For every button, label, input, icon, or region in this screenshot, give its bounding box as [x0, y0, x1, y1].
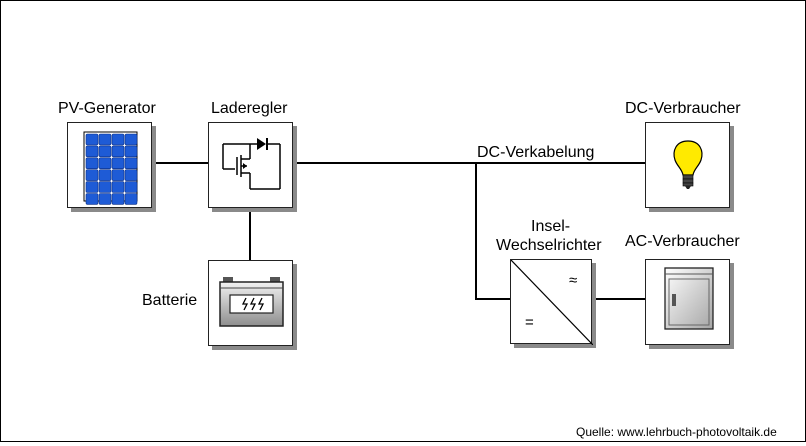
pv-cell — [111, 169, 125, 181]
battery-label: Batterie — [142, 292, 198, 309]
dc-cabling-label: DC-Verkabelung — [477, 144, 595, 161]
pv-cell — [85, 193, 99, 205]
pv-cell — [124, 181, 138, 193]
ac-symbol: ≈ — [569, 272, 578, 289]
pv-cell — [98, 157, 112, 169]
pv-cell — [111, 145, 125, 158]
pv-cell — [85, 181, 99, 193]
charge-controller-box — [208, 122, 293, 208]
wire-bus-to-inverter — [475, 163, 510, 300]
pv-cell — [85, 169, 99, 181]
dc-consumer-label: DC-Verbraucher — [625, 100, 741, 117]
charge-controller-circuit-icon — [222, 138, 281, 190]
source-credit: Quelle: www.lehrbuch-photovoltaik.de — [576, 425, 777, 439]
pv-generator-label: PV-Generator — [58, 100, 156, 117]
light-bulb-icon — [673, 140, 703, 189]
pv-cell — [124, 157, 138, 169]
appliance-cabinet-icon — [664, 267, 714, 330]
battery-icon — [219, 277, 284, 327]
pv-cell — [98, 169, 112, 181]
battery-box — [208, 260, 293, 346]
dc-symbol: = — [525, 314, 534, 331]
dc-consumer-box — [645, 122, 730, 208]
pv-cell — [124, 193, 138, 205]
pv-cell — [124, 169, 138, 181]
inverter-box: ≈ = — [510, 259, 593, 345]
pv-cell — [111, 181, 125, 193]
pv-cell — [111, 157, 125, 169]
pv-cell — [98, 145, 112, 158]
inverter-label-line2: Wechselrichter — [496, 237, 602, 254]
inverter-label-line1: Insel- — [531, 218, 571, 235]
ac-consumer-box — [645, 259, 730, 345]
pv-cell — [111, 133, 125, 146]
pv-cell — [124, 133, 138, 146]
pv-cell — [85, 157, 99, 169]
pv-generator-box — [67, 122, 152, 208]
pv-cell — [111, 193, 125, 205]
pv-cell — [98, 133, 112, 146]
solar-panel-icon — [83, 131, 138, 205]
pv-cell — [124, 145, 138, 158]
pv-cell — [85, 145, 99, 158]
pv-cell — [98, 193, 112, 205]
pv-cell — [85, 133, 99, 146]
pv-cell — [98, 181, 112, 193]
charge-controller-label: Laderegler — [211, 100, 288, 117]
inverter-icon — [511, 260, 593, 345]
ac-consumer-label: AC-Verbraucher — [625, 233, 740, 250]
